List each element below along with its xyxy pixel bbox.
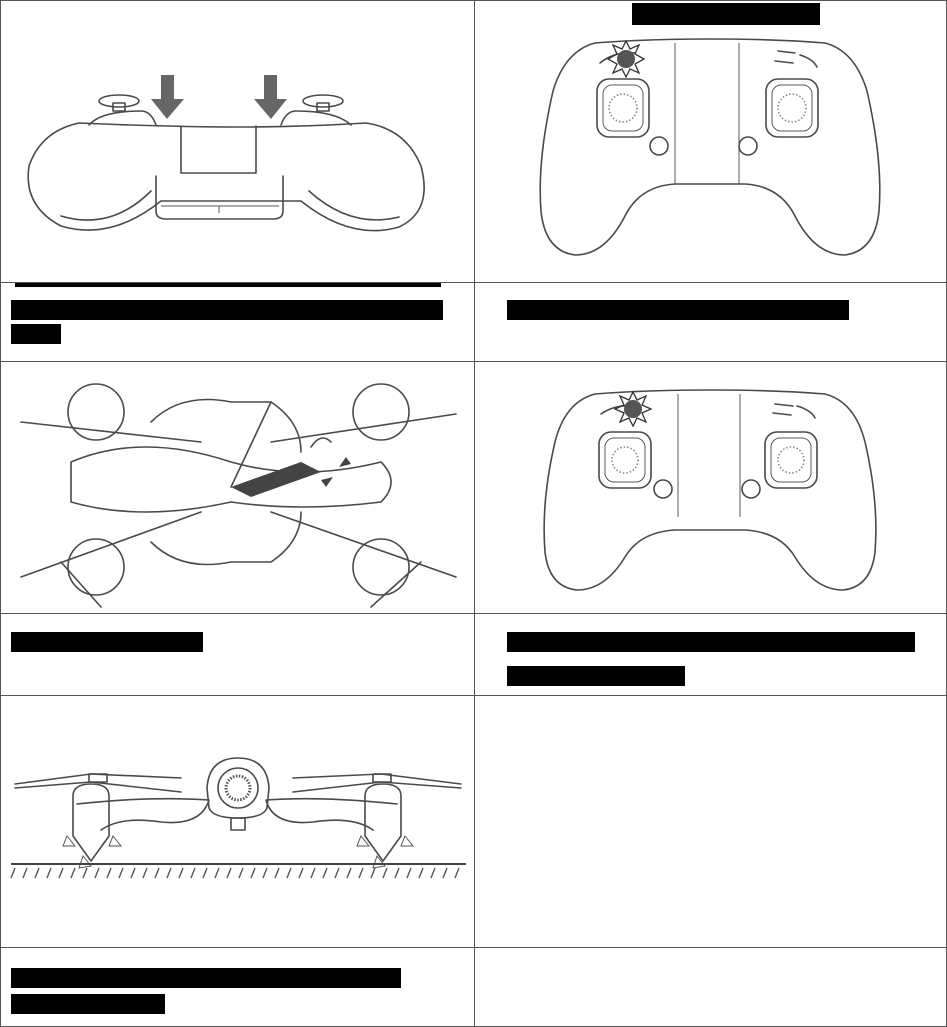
drone-battery-illustration — [1, 362, 475, 614]
step5-caption-cell — [0, 947, 475, 1027]
step4-caption-line1-redaction — [507, 632, 915, 652]
mode-indicator-icon — [615, 392, 651, 426]
empty-image-cell — [474, 695, 947, 948]
step3-caption-cell — [0, 613, 475, 696]
press-arrow-icon — [151, 75, 184, 119]
step3-caption-redaction — [11, 632, 203, 652]
redacted-label — [15, 282, 441, 287]
step3-image-cell — [0, 361, 475, 614]
controller-top-view-illustration — [475, 1, 947, 283]
step2-caption-redaction — [507, 300, 849, 320]
step1-caption-cell — [0, 282, 475, 362]
step5-image-cell — [0, 695, 475, 948]
step1-caption-line1-redaction — [11, 300, 443, 320]
controller-rear-view-illustration — [1, 1, 475, 283]
drone-front-view-illustration — [1, 696, 475, 948]
step5-caption-line1-redaction — [11, 968, 401, 988]
step1-caption-line2-redaction — [11, 324, 61, 344]
step4-image-cell — [474, 361, 947, 614]
mode-indicator-icon — [608, 41, 644, 77]
step2-image-cell — [474, 0, 947, 283]
step4-caption-cell — [474, 613, 947, 696]
controller-top-view-illustration — [475, 362, 947, 614]
step4-caption-line2-redaction — [507, 666, 685, 686]
empty-caption-cell — [474, 947, 947, 1027]
step2-caption-cell — [474, 282, 947, 362]
press-arrow-icon — [254, 75, 287, 119]
step1-image-cell — [0, 0, 475, 283]
step5-caption-line2-redaction — [11, 994, 165, 1014]
